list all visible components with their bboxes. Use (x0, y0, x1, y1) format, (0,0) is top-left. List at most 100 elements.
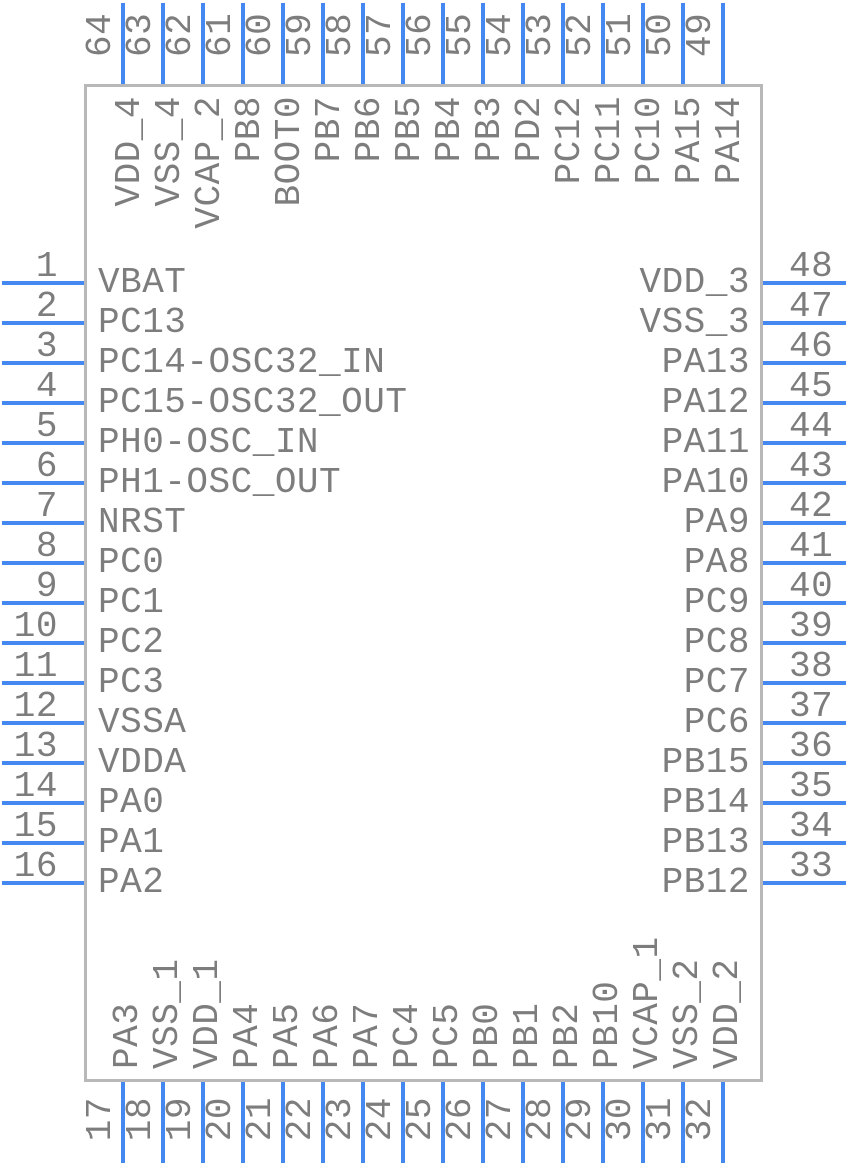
pin-line (361, 1082, 365, 1163)
pin-label: VDD_4 (109, 96, 150, 207)
pin-label: PD2 (509, 96, 550, 163)
pin-label: VSS_2 (667, 958, 708, 1069)
pin-number: 23 (320, 1097, 361, 1142)
pin-line (641, 3, 645, 84)
pin-label: PC5 (427, 1002, 468, 1069)
pin-line (763, 721, 846, 725)
pin-line (321, 1082, 325, 1163)
pin-line (121, 1082, 125, 1163)
pin-label: PC14-OSC32_IN (98, 342, 386, 383)
pin-number: 37 (789, 686, 834, 727)
pin-label: PC0 (98, 542, 165, 583)
pin-number: 28 (520, 1097, 561, 1142)
pin-number: 33 (789, 846, 834, 887)
pin-number: 36 (789, 726, 834, 767)
pin-number: 16 (13, 846, 58, 887)
pin-line (2, 601, 84, 605)
pin-label: PA13 (661, 342, 750, 383)
pin-line (481, 3, 485, 84)
pin-label: PC4 (387, 1002, 428, 1069)
pin-line (763, 441, 846, 445)
pin-line (2, 681, 84, 685)
pin-number: 10 (13, 606, 58, 647)
pin-line (121, 3, 125, 84)
pin-line (321, 3, 325, 84)
pin-number: 18 (120, 1097, 161, 1142)
pin-number: 27 (480, 1097, 521, 1142)
pin-label: PC12 (549, 96, 590, 185)
pin-line (601, 1082, 605, 1163)
pin-number: 21 (240, 1097, 281, 1142)
pin-line (763, 361, 846, 365)
pin-line (763, 321, 846, 325)
pin-number: 62 (160, 12, 201, 57)
pin-label: PH1-OSC_OUT (98, 462, 342, 503)
ic-body (84, 84, 763, 1082)
pin-number: 5 (35, 406, 58, 447)
pin-label: NRST (98, 502, 187, 543)
pin-label: PC10 (629, 96, 670, 185)
pin-label: VSS_3 (639, 302, 750, 343)
pin-line (481, 1082, 485, 1163)
pin-label: PC11 (589, 96, 630, 185)
pin-line (561, 1082, 565, 1163)
pin-label: PB13 (661, 822, 750, 863)
pin-line (161, 1082, 165, 1163)
pin-line (763, 841, 846, 845)
pin-number: 35 (789, 766, 834, 807)
pin-label: PC6 (683, 702, 750, 743)
pin-number: 34 (789, 806, 834, 847)
pin-label: PA5 (267, 1002, 308, 1069)
pin-line (763, 281, 846, 285)
pin-number: 52 (560, 12, 601, 57)
pin-line (441, 3, 445, 84)
pin-line (763, 681, 846, 685)
pin-label: PB4 (429, 96, 470, 163)
pin-label: PB10 (587, 980, 628, 1069)
pin-label: VDDA (98, 742, 187, 783)
pin-label: PA7 (347, 1002, 388, 1069)
pin-label: VSS_4 (149, 96, 190, 207)
pin-line (521, 3, 525, 84)
pin-line (2, 881, 84, 885)
pin-line (763, 401, 846, 405)
pin-label: PA10 (661, 462, 750, 503)
pin-line (681, 3, 685, 84)
pin-label: PC1 (98, 582, 165, 623)
pin-label: BOOT0 (269, 96, 310, 207)
pin-line (721, 3, 725, 84)
pin-number: 9 (35, 566, 58, 607)
pin-label: VSS_1 (147, 958, 188, 1069)
pin-label: PC9 (683, 582, 750, 623)
pin-label: PA12 (661, 382, 750, 423)
pin-line (2, 561, 84, 565)
pin-number: 11 (13, 646, 58, 687)
pin-line (763, 601, 846, 605)
pin-number: 20 (200, 1097, 241, 1142)
pin-number: 44 (789, 406, 834, 447)
pin-number: 4 (35, 366, 58, 407)
pin-number: 46 (789, 326, 834, 367)
pin-number: 25 (400, 1097, 441, 1142)
pin-line (241, 1082, 245, 1163)
pin-line (2, 801, 84, 805)
pin-label: PA0 (98, 782, 165, 823)
pin-line (401, 3, 405, 84)
pin-number: 40 (789, 566, 834, 607)
pin-line (201, 3, 205, 84)
pin-line (441, 1082, 445, 1163)
pin-label: VDD_1 (187, 958, 228, 1069)
pin-line (601, 3, 605, 84)
pin-label: PA6 (307, 1002, 348, 1069)
pin-label: PC13 (98, 302, 187, 343)
pin-number: 57 (360, 12, 401, 57)
pin-label: PB7 (309, 96, 350, 163)
pin-number: 30 (600, 1097, 641, 1142)
pin-number: 38 (789, 646, 834, 687)
pin-number: 56 (400, 12, 441, 57)
pin-number: 31 (640, 1097, 681, 1142)
pin-number: 32 (680, 1097, 721, 1142)
pin-number: 58 (320, 12, 361, 57)
pin-number: 47 (789, 286, 834, 327)
pin-line (2, 401, 84, 405)
